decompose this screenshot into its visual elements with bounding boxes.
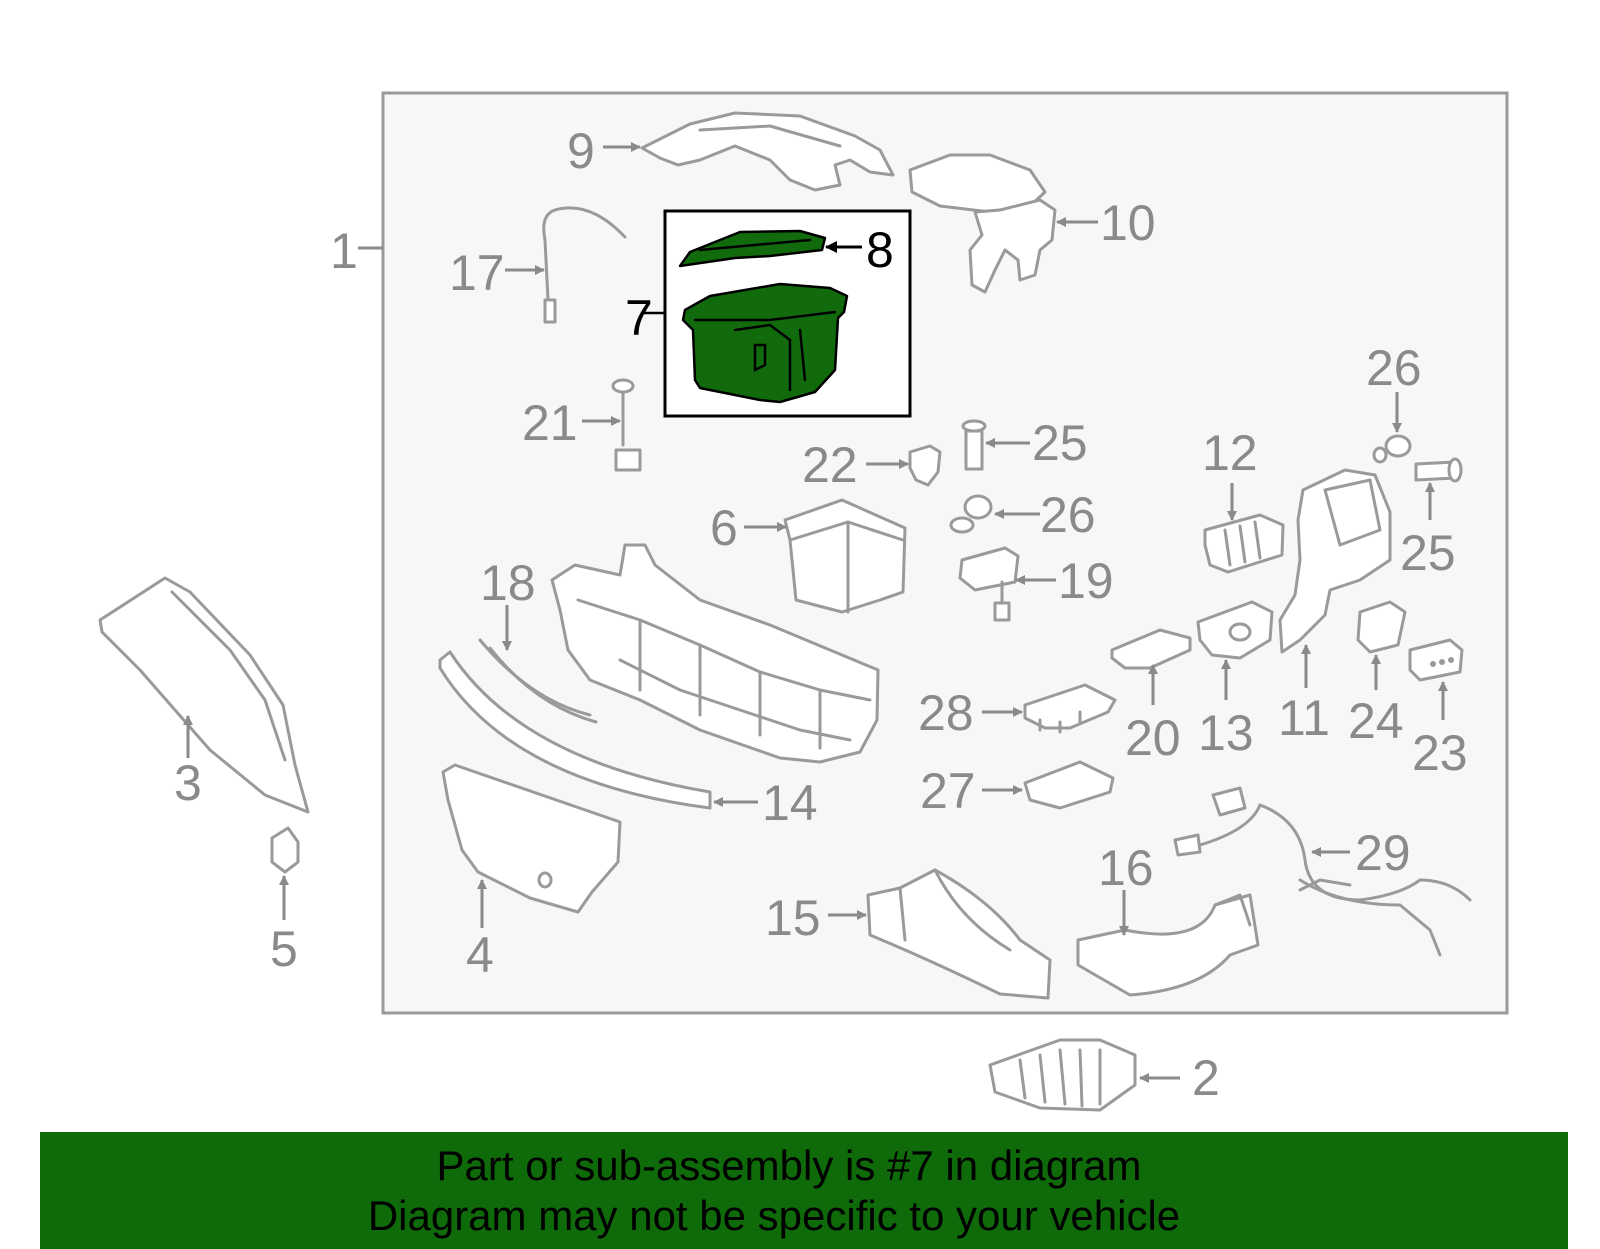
part-24-switch[interactable] <box>1356 600 1407 654</box>
callout-17: 17 <box>449 245 505 301</box>
part-28-bracket[interactable] <box>1023 683 1117 734</box>
info-banner: Part or sub-assembly is #7 in diagram Di… <box>40 1132 1568 1249</box>
callout-20: 20 <box>1125 710 1181 766</box>
callout-23: 23 <box>1412 725 1468 781</box>
callout-27: 27 <box>920 763 976 819</box>
part-2-lower-duct[interactable] <box>988 1038 1137 1112</box>
callout-22: 22 <box>802 437 858 493</box>
part-22-clip[interactable] <box>908 444 942 487</box>
callout-21: 21 <box>522 395 578 451</box>
part-6-bin[interactable] <box>783 498 907 614</box>
callout-13: 13 <box>1198 705 1254 761</box>
part-25-pin-b[interactable] <box>1414 457 1463 483</box>
callout-19: 19 <box>1058 553 1114 609</box>
callout-28: 28 <box>918 685 974 741</box>
part-14-long-trim[interactable] <box>438 650 712 810</box>
part-26-grommet-a[interactable] <box>949 494 993 534</box>
part-15-duct[interactable] <box>866 868 1052 1000</box>
part-5-cap[interactable] <box>270 826 300 874</box>
part-25-pin-a[interactable] <box>961 419 987 471</box>
part-12-vent[interactable] <box>1203 513 1285 574</box>
part-18-trim-strip[interactable] <box>478 638 598 724</box>
callout-11: 11 <box>1278 690 1330 746</box>
part-21-sensor[interactable] <box>611 378 642 472</box>
part-8-lid[interactable] <box>678 229 827 268</box>
part-20-bracket[interactable] <box>1110 628 1192 670</box>
callout-25a: 25 <box>1032 415 1088 471</box>
callout-26a: 26 <box>1040 487 1096 543</box>
part-29-wiring-harness[interactable] <box>1173 786 1472 957</box>
part-23-module[interactable] <box>1408 638 1464 682</box>
part-10-armrest[interactable] <box>908 153 1057 294</box>
banner-line-2: Diagram may not be specific to your vehi… <box>367 1191 1181 1239</box>
callout-4: 4 <box>466 927 494 983</box>
part-17-harness[interactable] <box>542 206 627 324</box>
part-16-duct[interactable] <box>1076 893 1260 997</box>
callout-16: 16 <box>1098 840 1154 896</box>
callout-9: 9 <box>567 123 595 179</box>
banner-line-1: Part or sub-assembly is #7 in diagram <box>436 1141 1142 1189</box>
part-7-compartment[interactable] <box>681 282 849 404</box>
console-frame-structure[interactable] <box>550 543 880 764</box>
part-4-side-panel[interactable] <box>441 763 622 914</box>
callout-15: 15 <box>765 890 821 946</box>
part-26-grommet-b[interactable] <box>1372 434 1412 464</box>
callout-10: 10 <box>1100 195 1156 251</box>
callout-3: 3 <box>174 755 202 811</box>
callout-5: 5 <box>270 921 298 977</box>
callout-29: 29 <box>1355 825 1411 881</box>
part-9-trim-plate[interactable] <box>640 111 895 192</box>
callout-14: 14 <box>762 775 818 831</box>
callout-18: 18 <box>480 555 536 611</box>
part-11-rear-panel[interactable] <box>1278 468 1392 654</box>
callout-6: 6 <box>710 500 738 556</box>
callout-25b: 25 <box>1400 525 1456 581</box>
part-3-outer-panel[interactable] <box>98 576 310 814</box>
callout-26b: 26 <box>1366 340 1422 396</box>
callout-1: 1 <box>330 223 358 279</box>
callout-24: 24 <box>1348 693 1404 749</box>
part-13-switch-bezel[interactable] <box>1196 600 1274 660</box>
callout-8: 8 <box>866 222 894 278</box>
callout-7: 7 <box>625 290 653 346</box>
callout-12: 12 <box>1202 425 1258 481</box>
part-27-module[interactable] <box>1023 760 1115 810</box>
callout-2: 2 <box>1192 1050 1220 1106</box>
